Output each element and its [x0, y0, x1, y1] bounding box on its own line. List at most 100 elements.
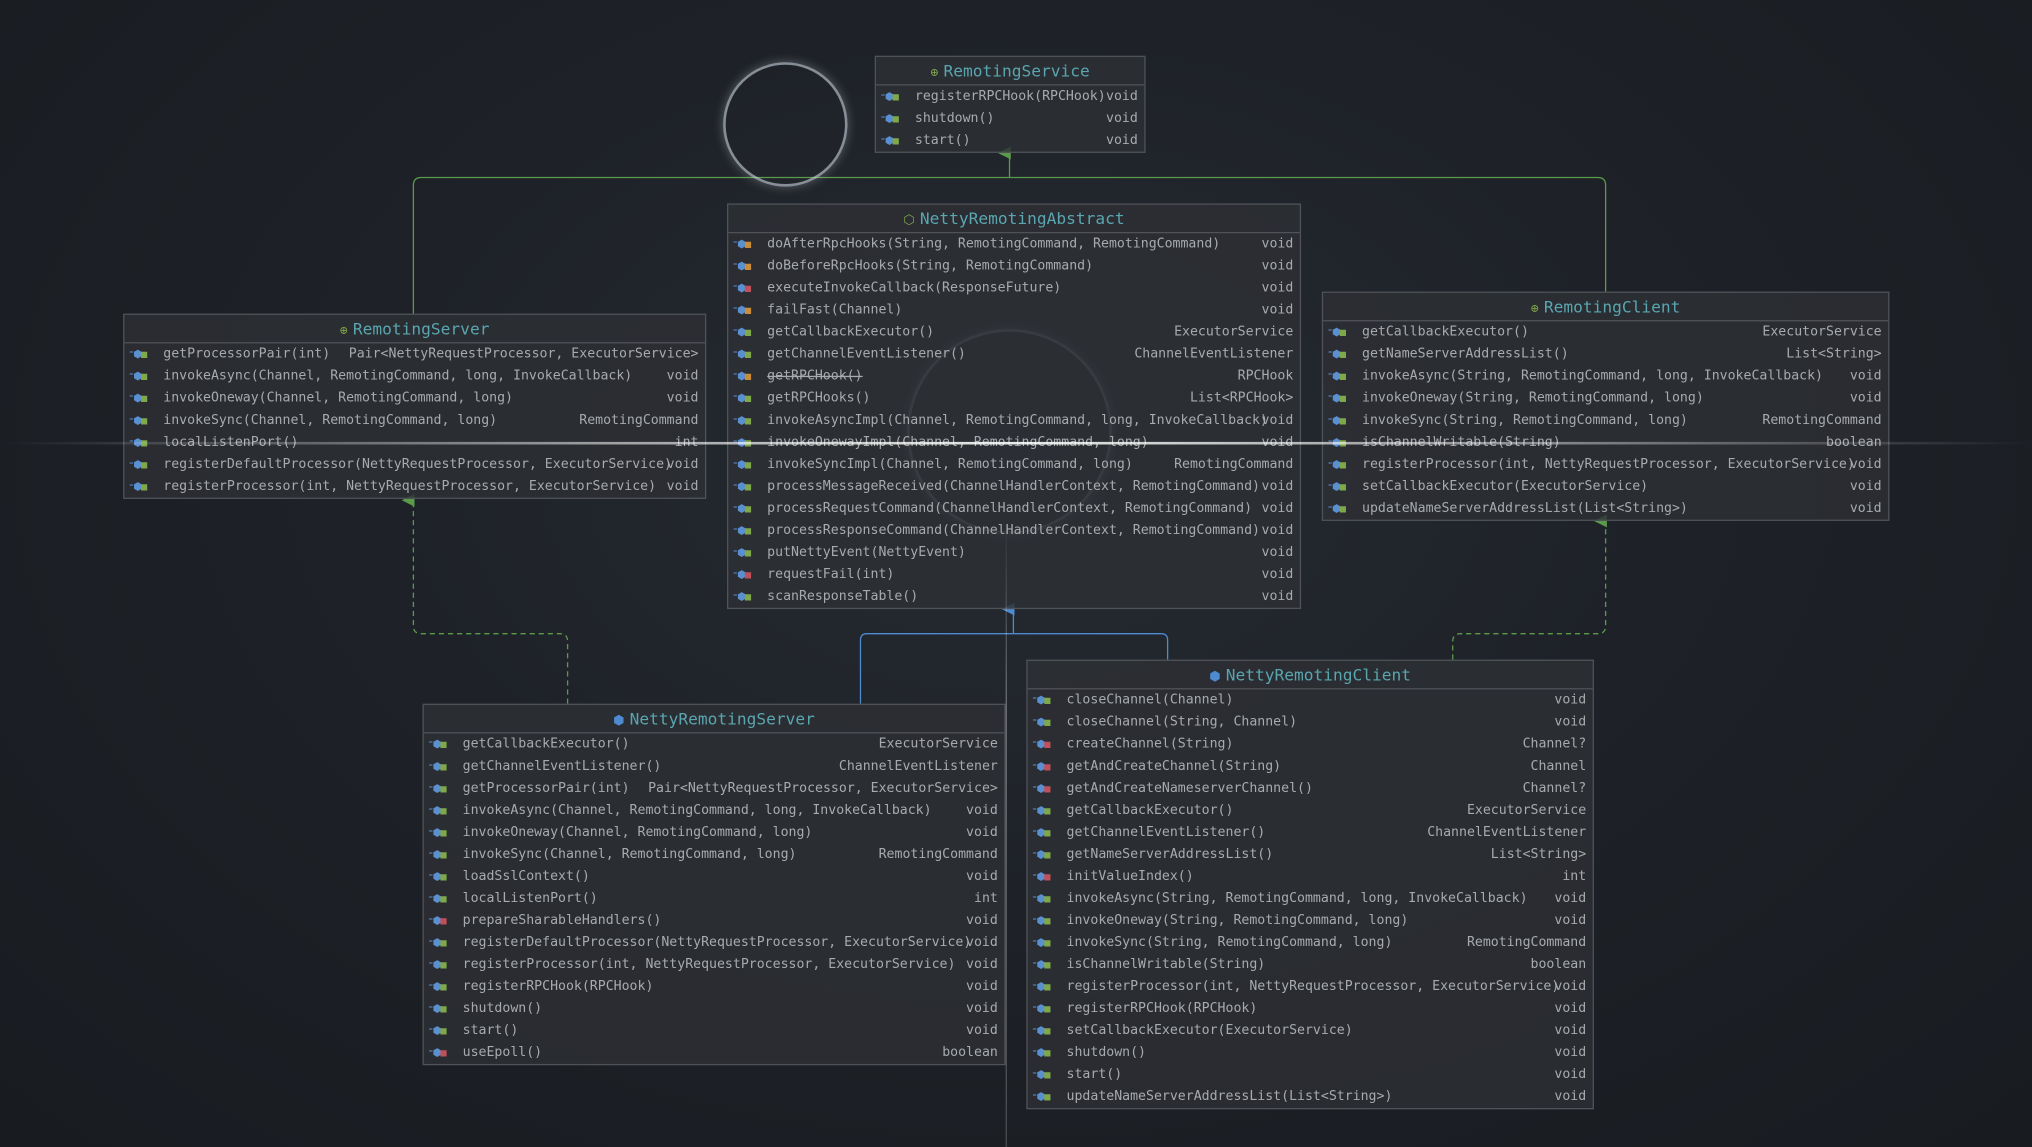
method-row[interactable]: ⁼⬢■updateNameServerAddressList(List<Stri…	[1028, 1086, 1593, 1108]
method-row[interactable]: ⁼⬢■invokeAsync(Channel, RemotingCommand,…	[424, 800, 1005, 822]
method-row[interactable]: ⁼⬢■getChannelEventListener()ChannelEvent…	[728, 343, 1299, 365]
edge-nettyclient-implements-client	[1452, 514, 1607, 660]
method-row[interactable]: ⁼⬢■shutdown()void	[424, 998, 1005, 1020]
method-row[interactable]: ⁼⬢■prepareSharableHandlers()void	[424, 910, 1005, 932]
public-lock-icon: ⁼⬢■	[1031, 936, 1051, 949]
method-row[interactable]: ⁼⬢■start()void	[1028, 1064, 1593, 1086]
public-lock-icon: ⁼⬢■	[732, 502, 751, 515]
method-row[interactable]: ⁼⬢■getCallbackExecutor()ExecutorService	[1028, 800, 1593, 822]
method-row[interactable]: ⁼⬢■registerRPCHook(RPCHook)void	[876, 86, 1144, 108]
method-row[interactable]: ⁼⬢■registerProcessor(int, NettyRequestPr…	[424, 954, 1005, 976]
method-row[interactable]: ⁼⬢■invokeSync(Channel, RemotingCommand, …	[424, 844, 1005, 866]
private-lock-icon: ⁼⬢■	[1031, 782, 1051, 795]
method-return-type: void	[1554, 1045, 1587, 1061]
class-remoting-service[interactable]: ⊕RemotingService⁼⬢■registerRPCHook(RPCHo…	[874, 55, 1146, 153]
class-netty-remoting-client[interactable]: ⬢NettyRemotingClient⁼⬢■closeChannel(Chan…	[1026, 659, 1594, 1110]
method-row[interactable]: ⁼⬢■requestFail(int)void	[728, 564, 1299, 586]
method-row[interactable]: ⁼⬢■getNameServerAddressList()List<String…	[1028, 844, 1593, 866]
method-row[interactable]: ⁼⬢■registerProcessor(int, NettyRequestPr…	[124, 476, 705, 498]
method-row[interactable]: ⁼⬢■registerProcessor(int, NettyRequestPr…	[1323, 454, 1888, 476]
public-lock-icon: ⁼⬢■	[128, 458, 147, 471]
method-row[interactable]: ⁼⬢■scanResponseTable()void	[728, 586, 1299, 608]
method-row[interactable]: ⁼⬢■shutdown()void	[876, 108, 1144, 130]
method-row[interactable]: ⁼⬢■initValueIndex()int	[1028, 866, 1593, 888]
method-row[interactable]: ⁼⬢■getCallbackExecutor()ExecutorService	[424, 733, 1005, 755]
method-row[interactable]: ⁼⬢■closeChannel(Channel)void	[1028, 689, 1593, 711]
method-row[interactable]: ⁼⬢■registerDefaultProcessor(NettyRequest…	[124, 454, 705, 476]
class-netty-remoting-server[interactable]: ⬢NettyRemotingServer⁼⬢■getCallbackExecut…	[422, 703, 1006, 1066]
method-signature: shutdown()	[1066, 1045, 1147, 1061]
method-row[interactable]: ⁼⬢■ processRequestCommand(ChannelHandlerC…	[728, 498, 1299, 520]
method-row[interactable]: ⁼⬢■invokeAsync(String, RemotingCommand, …	[1323, 365, 1888, 387]
method-row[interactable]: ⁼⬢■invokeOneway(Channel, RemotingCommand…	[124, 387, 705, 409]
public-lock-icon: ⁼⬢■	[427, 826, 447, 839]
method-row[interactable]: ⁼⬢■closeChannel(String, Channel)void	[1028, 711, 1593, 733]
method-row[interactable]: ⁼⬢■start()void	[424, 1020, 1005, 1042]
method-signature: processRequestCommand(ChannelHandlerCont…	[767, 501, 1253, 516]
protected-lock-icon: ⁼⬢■	[732, 370, 751, 383]
method-row[interactable]: ⁼⬢■processMessageReceived(ChannelHandler…	[728, 476, 1299, 498]
method-row[interactable]: ⁼⬢■registerProcessor(int, NettyRequestPr…	[1028, 976, 1593, 998]
method-row[interactable]: ⁼⬢■isChannelWritable(String)boolean	[1028, 954, 1593, 976]
method-return-type: void	[1554, 979, 1587, 994]
public-lock-icon: ⁼⬢■	[732, 414, 751, 427]
class-netty-remoting-abstract[interactable]: ⬡NettyRemotingAbstract⁼⬢■doAfterRpcHooks…	[726, 203, 1302, 610]
method-row[interactable]: ⁼⬢■getRPCHooks()List<RPCHook>	[728, 387, 1299, 409]
method-row[interactable]: ⁼⬢■putNettyEvent(NettyEvent)void	[728, 542, 1299, 564]
method-row[interactable]: ⁼⬢■useEpoll()boolean	[424, 1042, 1005, 1064]
method-row[interactable]: ⁼⬢■executeInvokeCallback(ResponseFuture)…	[728, 277, 1299, 299]
method-row[interactable]: ⁼⬢■doBeforeRpcHooks(String, RemotingComm…	[728, 255, 1299, 277]
method-row[interactable]: ⁼⬢■getNameServerAddressList()List<String…	[1323, 343, 1888, 365]
method-row[interactable]: ⁼⬢■getRPCHook()RPCHook	[728, 365, 1299, 387]
method-return-type: int	[1562, 869, 1587, 884]
method-signature: getCallbackExecutor()	[1361, 325, 1529, 340]
method-row[interactable]: ⁼⬢■getCallbackExecutor()ExecutorService	[1323, 321, 1888, 343]
method-row[interactable]: ⁼⬢■doAfterRpcHooks(String, RemotingComma…	[728, 233, 1299, 255]
method-row[interactable]: ⁼⬢■getAndCreateChannel(String)Channel	[1028, 756, 1593, 778]
method-row[interactable]: ⁼⬢■localListenPort()int	[424, 888, 1005, 910]
class-icon: ⬢	[1209, 669, 1221, 685]
method-row[interactable]: ⁼⬢■failFast(Channel)void	[728, 299, 1299, 321]
method-row[interactable]: ⁼⬢■getAndCreateNameserverChannel()Channe…	[1028, 778, 1593, 800]
method-row[interactable]: ⁼⬢■invokeAsync(String, RemotingCommand, …	[1028, 888, 1593, 910]
method-row[interactable]: ⁼⬢■invokeOneway(String, RemotingCommand,…	[1028, 910, 1593, 932]
method-row[interactable]: ⁼⬢■getChannelEventListener()ChannelEvent…	[1028, 822, 1593, 844]
method-row[interactable]: ⁼⬢■processResponseCommand(ChannelHandler…	[728, 520, 1299, 542]
method-signature: processResponseCommand(ChannelHandlerCon…	[767, 523, 1260, 538]
public-lock-icon: ⁼⬢■	[1031, 1003, 1051, 1015]
method-row[interactable]: ⁼⬢■setCallbackExecutor(ExecutorService)v…	[1028, 1020, 1593, 1042]
method-row[interactable]: ⁼⬢■invokeAsyncImpl(Channel, RemotingComm…	[728, 410, 1299, 432]
method-row[interactable]: ⁼⬢■start()void	[876, 130, 1144, 152]
method-row[interactable]: ⁼⬢■shutdown()void	[1028, 1042, 1593, 1064]
method-row[interactable]: ⁼⬢■createChannel(String)Channel?	[1028, 733, 1593, 755]
method-row[interactable]: ⁼⬢■invokeSync(String, RemotingCommand, l…	[1323, 410, 1888, 432]
method-row[interactable]: ⁼⬢■invokeAsync(Channel, RemotingCommand,…	[124, 365, 705, 387]
method-row[interactable]: ⁼⬢■getCallbackExecutor()ExecutorService	[728, 321, 1299, 343]
method-return-type: int	[973, 891, 998, 906]
method-row[interactable]: ⁼⬢■invokeSync(Channel, RemotingCommand, …	[124, 410, 705, 432]
method-row[interactable]: ⁼⬢■invokeOneway(String, RemotingCommand,…	[1323, 387, 1888, 409]
method-return-type: void	[1261, 413, 1294, 428]
method-signature: setCallbackExecutor(ExecutorService)	[1361, 479, 1649, 494]
class-remoting-client[interactable]: ⊕RemotingClient⁼⬢■getCallbackExecutor()E…	[1321, 291, 1890, 521]
class-header: ⬢NettyRemotingClient	[1027, 661, 1593, 690]
method-row[interactable]: ⁼⬢■setCallbackExecutor(ExecutorService)v…	[1323, 476, 1888, 498]
method-signature: invokeSyncImpl(Channel, RemotingCommand,…	[767, 457, 1133, 472]
method-signature: start()	[914, 133, 971, 148]
method-row[interactable]: ⁼⬢■updateNameServerAddressList(List<Stri…	[1323, 498, 1888, 520]
public-lock-icon: ⁼⬢■	[427, 892, 447, 905]
method-row[interactable]: ⁼⬢■loadSslContext()void	[424, 866, 1005, 888]
method-row[interactable]: ⁼⬢■invokeOneway(Channel, RemotingCommand…	[424, 822, 1005, 844]
method-row[interactable]: ⁼⬢■invokeSync(String, RemotingCommand, l…	[1028, 932, 1593, 954]
method-row[interactable]: ⁼⬢■invokeSyncImpl(Channel, RemotingComma…	[728, 454, 1299, 476]
method-row[interactable]: ⁼⬢■getProcessorPair(int)Pair<NettyReques…	[424, 778, 1005, 800]
public-lock-icon: ⁼⬢■	[1031, 958, 1051, 971]
method-row[interactable]: ⁼⬢■registerDefaultProcessor(NettyRequest…	[424, 932, 1005, 954]
method-row[interactable]: ⁼⬢■registerRPCHook(RPCHook)void	[1028, 998, 1593, 1020]
method-signature: getNameServerAddressList()	[1361, 347, 1569, 362]
method-row[interactable]: ⁼⬢■getChannelEventListener()ChannelEvent…	[424, 756, 1005, 778]
method-row[interactable]: ⁼⬢■registerRPCHook(RPCHook)void	[424, 976, 1005, 998]
method-row[interactable]: ⁼⬢■getProcessorPair(int)Pair<NettyReques…	[124, 343, 705, 365]
protected-lock-icon: ⁼⬢■	[732, 238, 751, 251]
class-remoting-server[interactable]: ⊕RemotingServer⁼⬢■getProcessorPair(int)P…	[123, 313, 707, 499]
